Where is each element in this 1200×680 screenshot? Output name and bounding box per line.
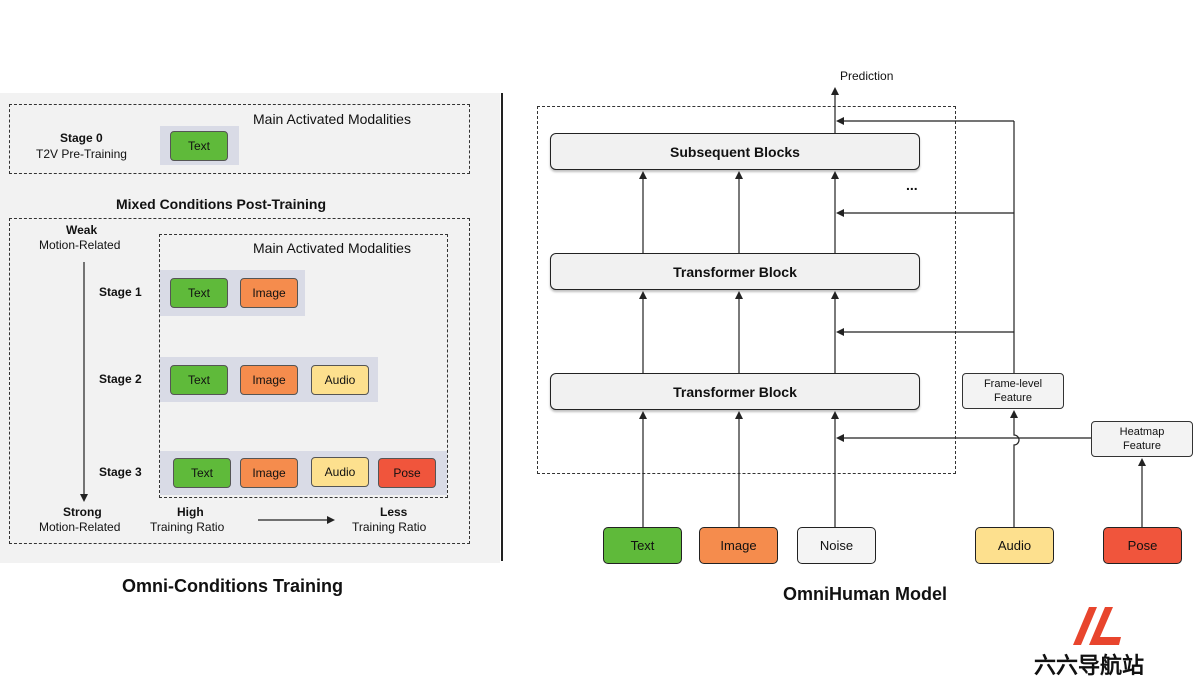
- transformer-block-lower: Transformer Block: [550, 373, 920, 410]
- stage1-name: Stage 1: [99, 285, 142, 299]
- stage3-tag-audio: Audio: [311, 457, 369, 487]
- ratio-less-title: Less: [380, 505, 408, 519]
- weak-sub: Motion-Related: [39, 238, 121, 252]
- stage0-tag-text: Text: [170, 131, 228, 161]
- watermark-logo-icon: [1073, 607, 1121, 645]
- stage0-desc: T2V Pre-Training: [36, 147, 127, 161]
- stage2-name: Stage 2: [99, 372, 142, 386]
- weak-title: Weak: [66, 223, 98, 237]
- stage1-tag-image: Image: [240, 278, 298, 308]
- subsequent-blocks: Subsequent Blocks: [550, 133, 920, 170]
- panel-divider: [501, 93, 503, 561]
- stage2-tag-image: Image: [240, 365, 298, 395]
- ellipsis: ...: [906, 177, 918, 193]
- transformer-block-upper: Transformer Block: [550, 253, 920, 290]
- stage3-tag-text: Text: [173, 458, 231, 488]
- strong-sub: Motion-Related: [39, 520, 121, 534]
- model-dashed-box: [537, 106, 956, 474]
- stage0-box: [9, 104, 470, 174]
- input-text: Text: [603, 527, 682, 564]
- ratio-high-sub: Training Ratio: [150, 520, 225, 534]
- stage0-name: Stage 0: [60, 131, 103, 145]
- stage3-tag-image: Image: [240, 458, 298, 488]
- stage3-name: Stage 3: [99, 465, 142, 479]
- stage2-tag-audio: Audio: [311, 365, 369, 395]
- left-caption: Omni-Conditions Training: [122, 576, 343, 596]
- stage0-modalities-title: Main Activated Modalities: [253, 111, 411, 127]
- stage1-tag-text: Text: [170, 278, 228, 308]
- modalities-inner-box: [159, 234, 448, 498]
- stage2-tag-text: Text: [170, 365, 228, 395]
- section-title: Mixed Conditions Post-Training: [116, 196, 326, 212]
- stage3-tag-pose: Pose: [378, 458, 436, 488]
- modalities-title: Main Activated Modalities: [253, 240, 411, 256]
- strong-title: Strong: [63, 505, 102, 519]
- post-training-box: [9, 218, 470, 544]
- ratio-high-title: High: [177, 505, 204, 519]
- watermark-text: 六六导航站: [1034, 653, 1145, 678]
- right-caption: OmniHuman Model: [783, 584, 948, 604]
- input-noise: Noise: [797, 527, 876, 564]
- ratio-less-sub: Training Ratio: [352, 520, 427, 534]
- input-pose: Pose: [1103, 527, 1182, 564]
- input-audio: Audio: [975, 527, 1054, 564]
- prediction-label: Prediction: [840, 69, 894, 83]
- input-image: Image: [699, 527, 778, 564]
